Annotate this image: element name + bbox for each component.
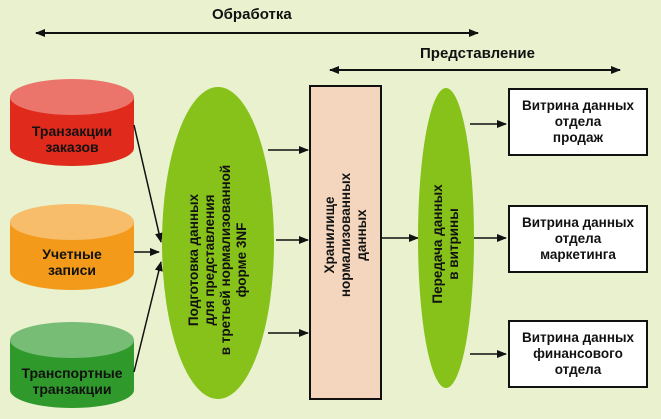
transfer-ellipse <box>418 88 474 388</box>
source-cylinder-accounts <box>10 204 134 290</box>
source-label-orders: Транзакции заказов <box>31 123 113 155</box>
mart-box-marketing: Витрина данных отдела маркетинга <box>508 205 648 273</box>
source-cylinder-transport <box>10 322 134 408</box>
transfer-label: Передача данных в витрины <box>430 184 461 304</box>
mart-box-finance: Витрина данных финансового отдела <box>508 320 648 388</box>
presentation-label: Представление <box>420 45 535 62</box>
arrow-transport-to-prep <box>133 261 163 373</box>
mart-box-sales: Витрина данных отдела продаж <box>508 88 648 156</box>
arrow-orders-to-prep <box>133 124 163 243</box>
source-label-accounts: Учетные записи <box>42 246 102 278</box>
storage-box <box>309 85 382 400</box>
preparation-ellipse <box>162 87 274 399</box>
source-label-transport: Транспортные транзакции <box>21 365 123 397</box>
processing-label: Обработка <box>212 6 292 23</box>
storage-label: Хранилище нормализованных данных <box>322 172 369 298</box>
source-cylinder-orders <box>10 79 134 166</box>
preparation-label: Подготовка данных для представления в тр… <box>186 164 249 356</box>
